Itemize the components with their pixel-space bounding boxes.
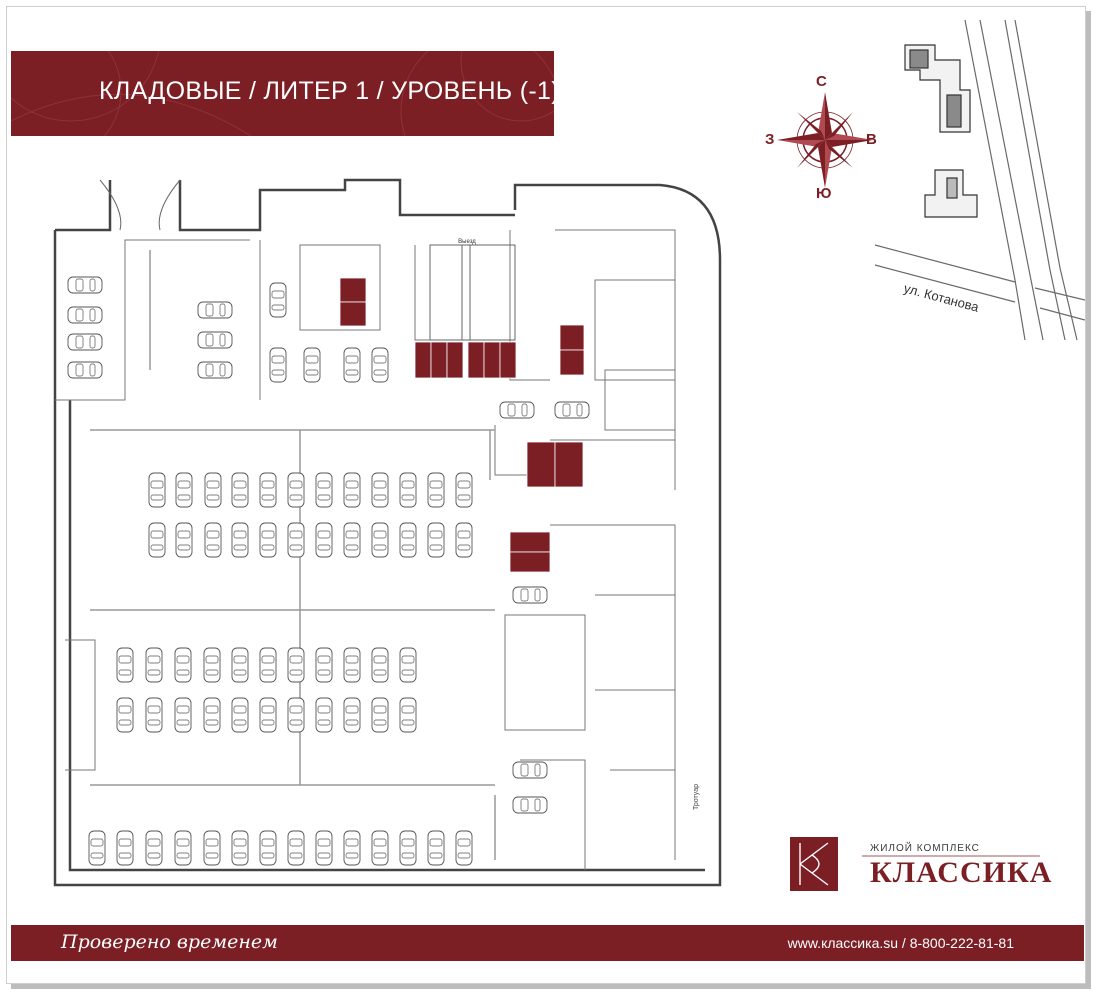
compass-south: Ю [816, 185, 832, 202]
title-banner: КЛАДОВЫЕ / ЛИТЕР 1 / УРОВЕНЬ (-1) [11, 51, 554, 136]
compass-north: С [816, 73, 827, 90]
logo-subtitle: ЖИЛОЙ КОМПЛЕКС [870, 843, 980, 854]
street-label: ул. Котанова [902, 280, 981, 315]
banner-ornament [11, 51, 554, 136]
floor-plan: Выезд [53, 178, 722, 887]
compass-east: В [866, 131, 877, 148]
compass-west: З [765, 131, 775, 148]
location-map: ул. Котанова [874, 20, 1085, 341]
footer-slogan: Проверено временем [61, 931, 278, 953]
footer-bar: Проверено временем www.классика.su / 8-8… [11, 925, 1084, 961]
parking-block-upper [148, 472, 473, 558]
storage-units [339, 277, 585, 573]
parking-block-lower [88, 830, 473, 866]
klassika-logo-icon [790, 837, 1040, 891]
page-title: КЛАДОВЫЕ / ЛИТЕР 1 / УРОВЕНЬ (-1) [99, 77, 554, 105]
parking-block-middle [116, 647, 417, 733]
logo-name: КЛАССИКА [870, 856, 1053, 889]
compass-rose-icon [777, 92, 873, 188]
sidewalk-label: Тротуар [693, 784, 700, 810]
exit-label: Выезд [458, 239, 476, 245]
footer-contacts[interactable]: www.классика.su / 8-800-222-81-81 [787, 935, 1014, 951]
